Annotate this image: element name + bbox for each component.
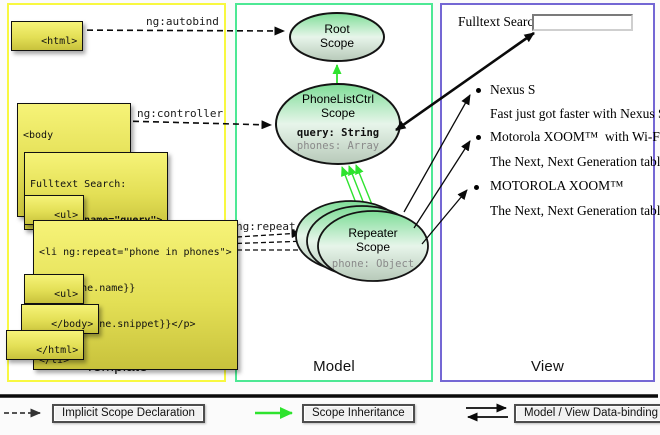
html-close-code: </html> [36,345,79,356]
phonelistctrl-line1: PhoneListCtrl [301,92,375,106]
item2-bullet [476,135,481,140]
autobind-label: ng:autobind [146,15,219,28]
li-line1: <li ng:repeat="phone in phones"> [39,247,232,258]
item3-title: MOTOROLA XOOM™ [490,178,624,193]
root-scope-line1: Root [324,22,350,36]
model-column [235,3,433,382]
fulltext-label-line: Fulltext Search: [30,179,127,190]
li-line4: </li> [39,355,70,366]
html-close-box: </html> [6,330,85,360]
item1-title: Nexus S [490,82,536,97]
fulltext-search-label: Fulltext Search: [458,14,544,29]
ul-close-box: <ul> [24,274,85,304]
legend-model-view-databinding: Model / View Data-binding [514,404,660,423]
item1-bullet [476,88,481,93]
li-line3: <p>{{phone.snippet}}</p> [39,319,196,330]
item2-desc: The Next, Next Generation tablet. [490,154,660,169]
body-close-box: </body> [21,304,100,334]
model-column-label: Model [313,358,355,375]
repeater-line1: Repeater [348,226,398,240]
item3-desc: The Next, Next Generation tablet. [490,203,660,218]
root-scope-line2: Scope [319,35,355,50]
legend-implicit-scope-declaration: Implicit Scope Declaration [52,404,205,423]
root-scope-label: Root Scope [292,22,382,50]
phones-property: phones: Array [296,140,380,152]
repeat-label: ng:repeat [236,220,296,233]
query-property: query: String [296,127,380,139]
repeater-line2: Scope [355,239,391,254]
fulltext-search-input[interactable] [532,14,633,31]
phonelistctrl-line2: Scope [320,105,356,120]
item2-title: Motorola XOOM™ with Wi-Fi [490,129,660,144]
body-close-code: </body> [51,319,94,330]
item3-bullet [474,185,479,190]
phone-property: phone: Object [331,258,415,270]
legend-scope-inheritance: Scope Inheritance [302,404,415,423]
html-open-code: <html> [41,36,78,47]
li-line2: {{phone.name}} [39,283,136,294]
body-open-line1: <body [23,130,54,141]
phonelistctrl-scope-label: PhoneListCtrl Scope [278,92,398,120]
item1-desc: Fast just got faster with Nexus S. [490,106,660,121]
controller-label: ng:controller [137,107,224,120]
html-open-box: <html> [11,21,84,51]
ul-close-code: <ul> [54,289,79,300]
repeater-scope-label: Repeater Scope [323,226,423,254]
view-column-label: View [530,358,565,375]
ul-open-code: <ul> [54,210,79,221]
